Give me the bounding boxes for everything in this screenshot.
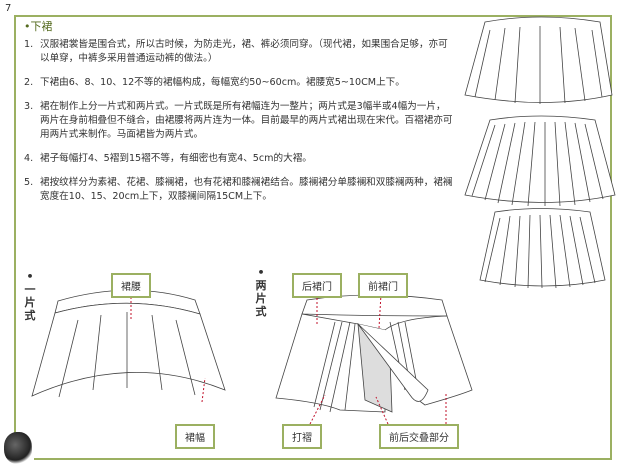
one-piece-heading: • 一片式: [24, 270, 36, 322]
item-text: 裙按纹样分为素裙、花裙、膝襕裙，也有花裙和膝襕裙结合。膝襕裙分单膝襕和双膝襕两种…: [40, 177, 453, 202]
content-frame: [14, 15, 612, 460]
gathered-skirt-illustration: [464, 16, 613, 104]
section-title: •下裙: [24, 20, 53, 33]
list-item: 1. 汉服裙裳皆是围合式，所以古时候，为防走光，裙、裤必须同穿。（现代裙，如果围合…: [24, 38, 454, 66]
notes-list: 1. 汉服裙裳皆是围合式，所以古时候，为防走光，裙、裤必须同穿。（现代裙，如果围合…: [24, 38, 454, 214]
list-item: 2. 下裙由6、8、10、12不等的裙幅构成，每幅宽约50~60cm。裙腰宽5~1…: [24, 76, 454, 90]
item-number: 1.: [24, 39, 34, 50]
item-number: 2.: [24, 77, 34, 88]
pleat-label: 打褶: [282, 424, 322, 449]
frame-bottom-border: [34, 458, 612, 460]
list-item: 3. 裙在制作上分一片式和两片式。一片式既是所有裙幅连为一整片；两片式是3幅半或4…: [24, 100, 454, 142]
frame-left-border: [14, 15, 16, 435]
page-number: 7: [5, 3, 12, 14]
item-number: 3.: [24, 101, 34, 112]
item-text: 裙在制作上分一片式和两片式。一片式既是所有裙幅连为一整片；两片式是3幅半或4幅为…: [40, 101, 453, 140]
front-door-label: 前裙门: [358, 273, 408, 298]
item-text: 下裙由6、8、10、12不等的裙幅构成，每幅宽约50~60cm。裙腰宽5~10C…: [40, 77, 405, 88]
one-piece-skirt-diagram: [31, 289, 226, 398]
back-door-label: 后裙门: [292, 273, 342, 298]
ink-logo-icon: [4, 432, 32, 464]
overlap-label: 前后交叠部分: [379, 424, 459, 449]
item-number: 4.: [24, 153, 34, 164]
item-text: 汉服裙裳皆是围合式，所以古时候，为防走光，裙、裤必须同穿。（现代裙，如果围合足够…: [40, 39, 448, 64]
item-text: 裙子每幅打4、5褶到15褶不等，有细密也有宽4、5cm的大褶。: [40, 153, 312, 164]
list-item: 5. 裙按纹样分为素裙、花裙、膝襕裙，也有花裙和膝襕裙结合。膝襕裙分单膝襕和双膝襕…: [24, 176, 454, 204]
two-piece-heading: • 两片式: [255, 266, 267, 318]
box-pleat-skirt-illustration: [479, 208, 606, 289]
two-piece-skirt-diagram: [275, 294, 473, 413]
item-number: 5.: [24, 177, 34, 188]
list-item: 4. 裙子每幅打4、5褶到15褶不等，有细密也有宽4、5cm的大褶。: [24, 152, 454, 166]
pointer-arrows: [130, 293, 447, 425]
panel-label: 裙幅: [175, 424, 215, 449]
pleated-skirt-illustration: [464, 115, 616, 207]
waist-label: 裙腰: [111, 273, 151, 298]
